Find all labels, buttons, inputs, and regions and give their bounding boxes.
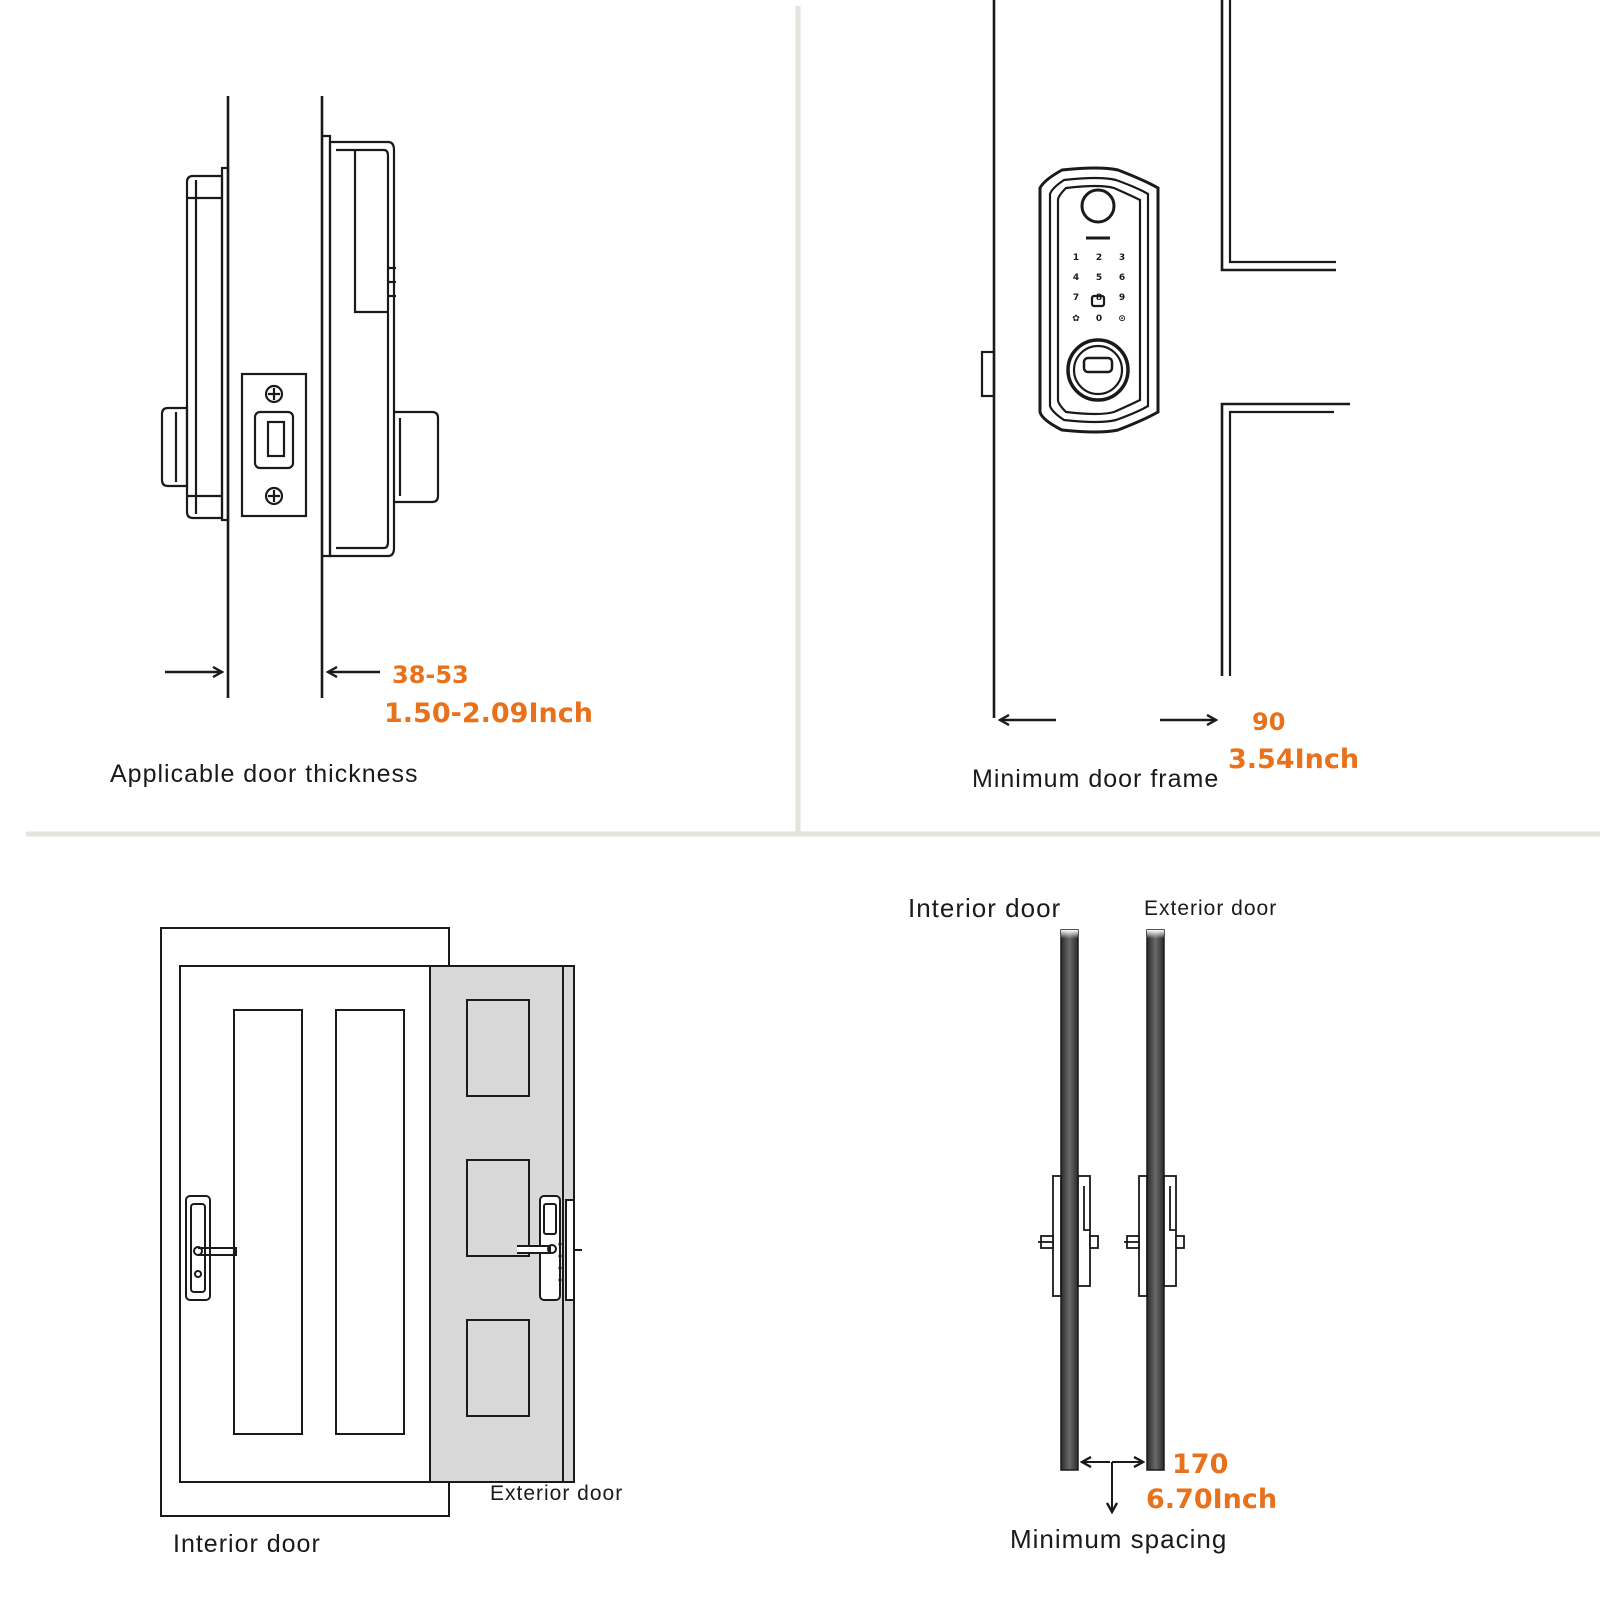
interior-slab-lock [1038,1175,1099,1297]
keypad-key: 6 [1119,273,1125,283]
lock-side-view [160,96,440,698]
exterior-slab-highlight [1147,930,1164,1000]
frame-mm: 90 [1252,708,1285,736]
keypad-key: 4 [1073,273,1079,283]
spacing-inch: 6.70Inch [1146,1484,1277,1515]
interior-slab-highlight [1061,930,1078,1000]
spacing-mm: 170 [1172,1449,1228,1480]
keypad-key: 0 [1096,314,1102,324]
front-interior-door-label: Interior door [173,1530,321,1558]
frame-inch: 3.54Inch [1228,744,1359,775]
front-exterior-door-label: Exterior door [490,1482,623,1505]
spacing-exterior-door-label: Exterior door [1144,897,1277,920]
thickness-mm: 38-53 [392,661,469,689]
spacing-interior-door-label: Interior door [908,893,1061,923]
exterior-door-slab [1146,929,1165,1471]
keypad-key: 7 [1073,293,1079,303]
doors-front-panel: Exterior door Interior door [160,927,623,1558]
door-thickness-panel: 38-53 1.50-2.09Inch Applicable door thic… [110,96,593,788]
thickness-inch: 1.50-2.09Inch [384,698,593,729]
keypad-key: 5 [1096,273,1102,283]
keypad: 1 2 3 4 5 6 7 8 9 ✿ 0 ⊙ [1072,253,1126,324]
keypad-key: 9 [1119,293,1125,303]
minimum-spacing-caption: Minimum spacing [1010,1524,1227,1554]
exterior-slab-lock [1124,1175,1185,1297]
panel-dividers [26,6,1600,837]
keypad-key: ✿ [1072,314,1080,324]
keypad-key: ⊙ [1118,314,1126,324]
keypad-key: 8 [1096,293,1102,303]
keypad-key: 3 [1119,253,1125,263]
interior-door-drawing [160,927,450,1517]
spacing-panel: Interior door Exterior door 170 [908,893,1277,1554]
keypad-key: 2 [1096,253,1102,263]
exterior-door-drawing [429,965,582,1483]
door-frame-view [980,0,1350,718]
interior-door-slab [1060,929,1079,1471]
keypad-key: 1 [1073,253,1079,263]
door-frame-panel: 1 2 3 4 5 6 7 8 9 ✿ 0 ⊙ 90 Minimum door … [972,0,1359,793]
door-thickness-caption: Applicable door thickness [110,760,419,788]
door-frame-caption: Minimum door frame [972,765,1219,793]
